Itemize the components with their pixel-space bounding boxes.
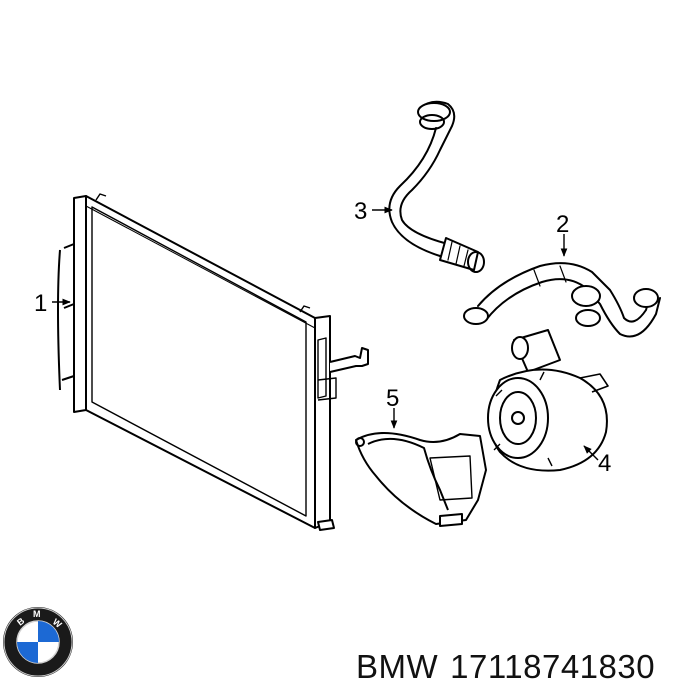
callout-2: 2 bbox=[556, 211, 570, 238]
svg-text:M: M bbox=[33, 609, 41, 619]
bracket-icon bbox=[355, 432, 487, 527]
callout-5: 5 bbox=[386, 385, 400, 412]
callout-1: 1 bbox=[34, 290, 48, 317]
coolant-hose-icon bbox=[463, 262, 661, 338]
upper-hose-icon bbox=[388, 100, 485, 273]
part-number: 17118741830 bbox=[450, 648, 656, 685]
leader-lines bbox=[52, 206, 599, 461]
part-caption: BMW 17118741830 bbox=[356, 648, 667, 686]
bmw-roundel-icon: B M W bbox=[3, 607, 73, 677]
radiator-icon bbox=[57, 193, 369, 531]
callout-4: 4 bbox=[598, 450, 612, 477]
callout-3: 3 bbox=[354, 198, 368, 225]
water-pump-icon bbox=[487, 329, 609, 472]
brand-name: BMW bbox=[356, 648, 439, 685]
svg-text:B: B bbox=[15, 615, 27, 627]
